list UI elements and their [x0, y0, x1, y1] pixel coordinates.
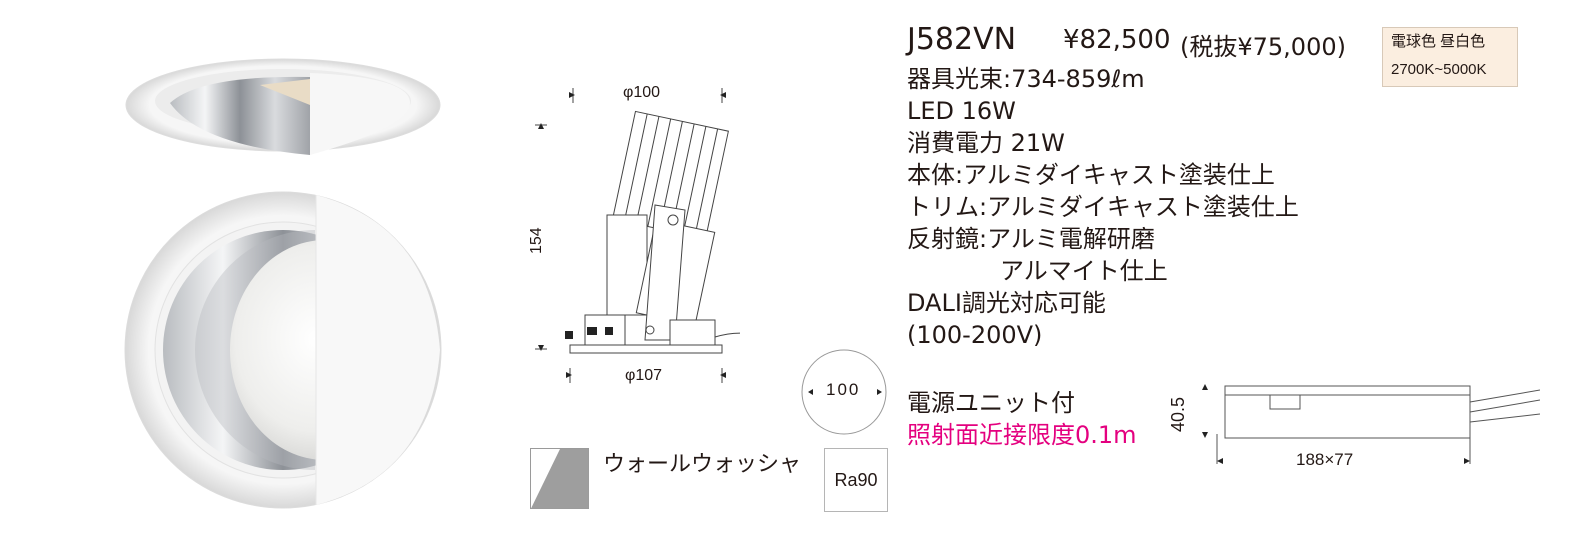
spec-reflector-finish: アルマイト仕上 — [1000, 257, 1168, 285]
price: ¥82,500 — [1063, 25, 1171, 55]
color-temperature-badge: 電球色 昼白色 2700K~5000K — [1382, 27, 1518, 87]
color-temperature-types: 電球色 昼白色 — [1391, 33, 1486, 50]
distribution-label: ウォールウォッシャ — [603, 452, 802, 477]
spec-luminous-flux: 器具光束:734-859ℓm — [907, 65, 1145, 93]
spec-reflector: 反射鏡:アルミ電解研磨 — [907, 225, 1155, 253]
color-temperature-range: 2700K~5000K — [1391, 61, 1487, 78]
spec-led-wattage: LED 16W — [907, 97, 1016, 125]
wall-washer-icon — [530, 448, 589, 509]
product-photo — [124, 58, 442, 509]
spec-power-consumption: 消費電力 21W — [907, 129, 1065, 157]
power-unit-label: 電源ユニット付 — [907, 389, 1075, 417]
spec-dali-dimming: DALI調光対応可能 — [907, 289, 1106, 317]
dim-height: 154 — [528, 227, 545, 254]
proximity-limit-note: 照射面近接限度0.1m — [907, 421, 1137, 449]
ra-badge: Ra90 — [824, 448, 888, 512]
hole-size-circle — [801, 349, 887, 435]
dim-top-width: φ100 — [623, 84, 661, 101]
power-unit-height: 40.5 — [1168, 396, 1188, 432]
power-unit-size: 188×77 — [1296, 450, 1354, 469]
spec-body-material: 本体:アルミダイキャスト塗装仕上 — [907, 161, 1275, 189]
model-number: J582VN — [907, 22, 1017, 57]
dimension-drawing — [535, 88, 740, 383]
price-tax-excluded: (税抜¥75,000) — [1180, 33, 1346, 61]
hole-size-label: 100 — [826, 380, 861, 399]
spec-trim-material: トリム:アルミダイキャスト塗装仕上 — [907, 193, 1299, 221]
spec-voltage: (100-200V) — [907, 321, 1043, 349]
dim-cutout: φ107 — [625, 367, 663, 384]
power-unit-drawing — [1202, 384, 1540, 464]
